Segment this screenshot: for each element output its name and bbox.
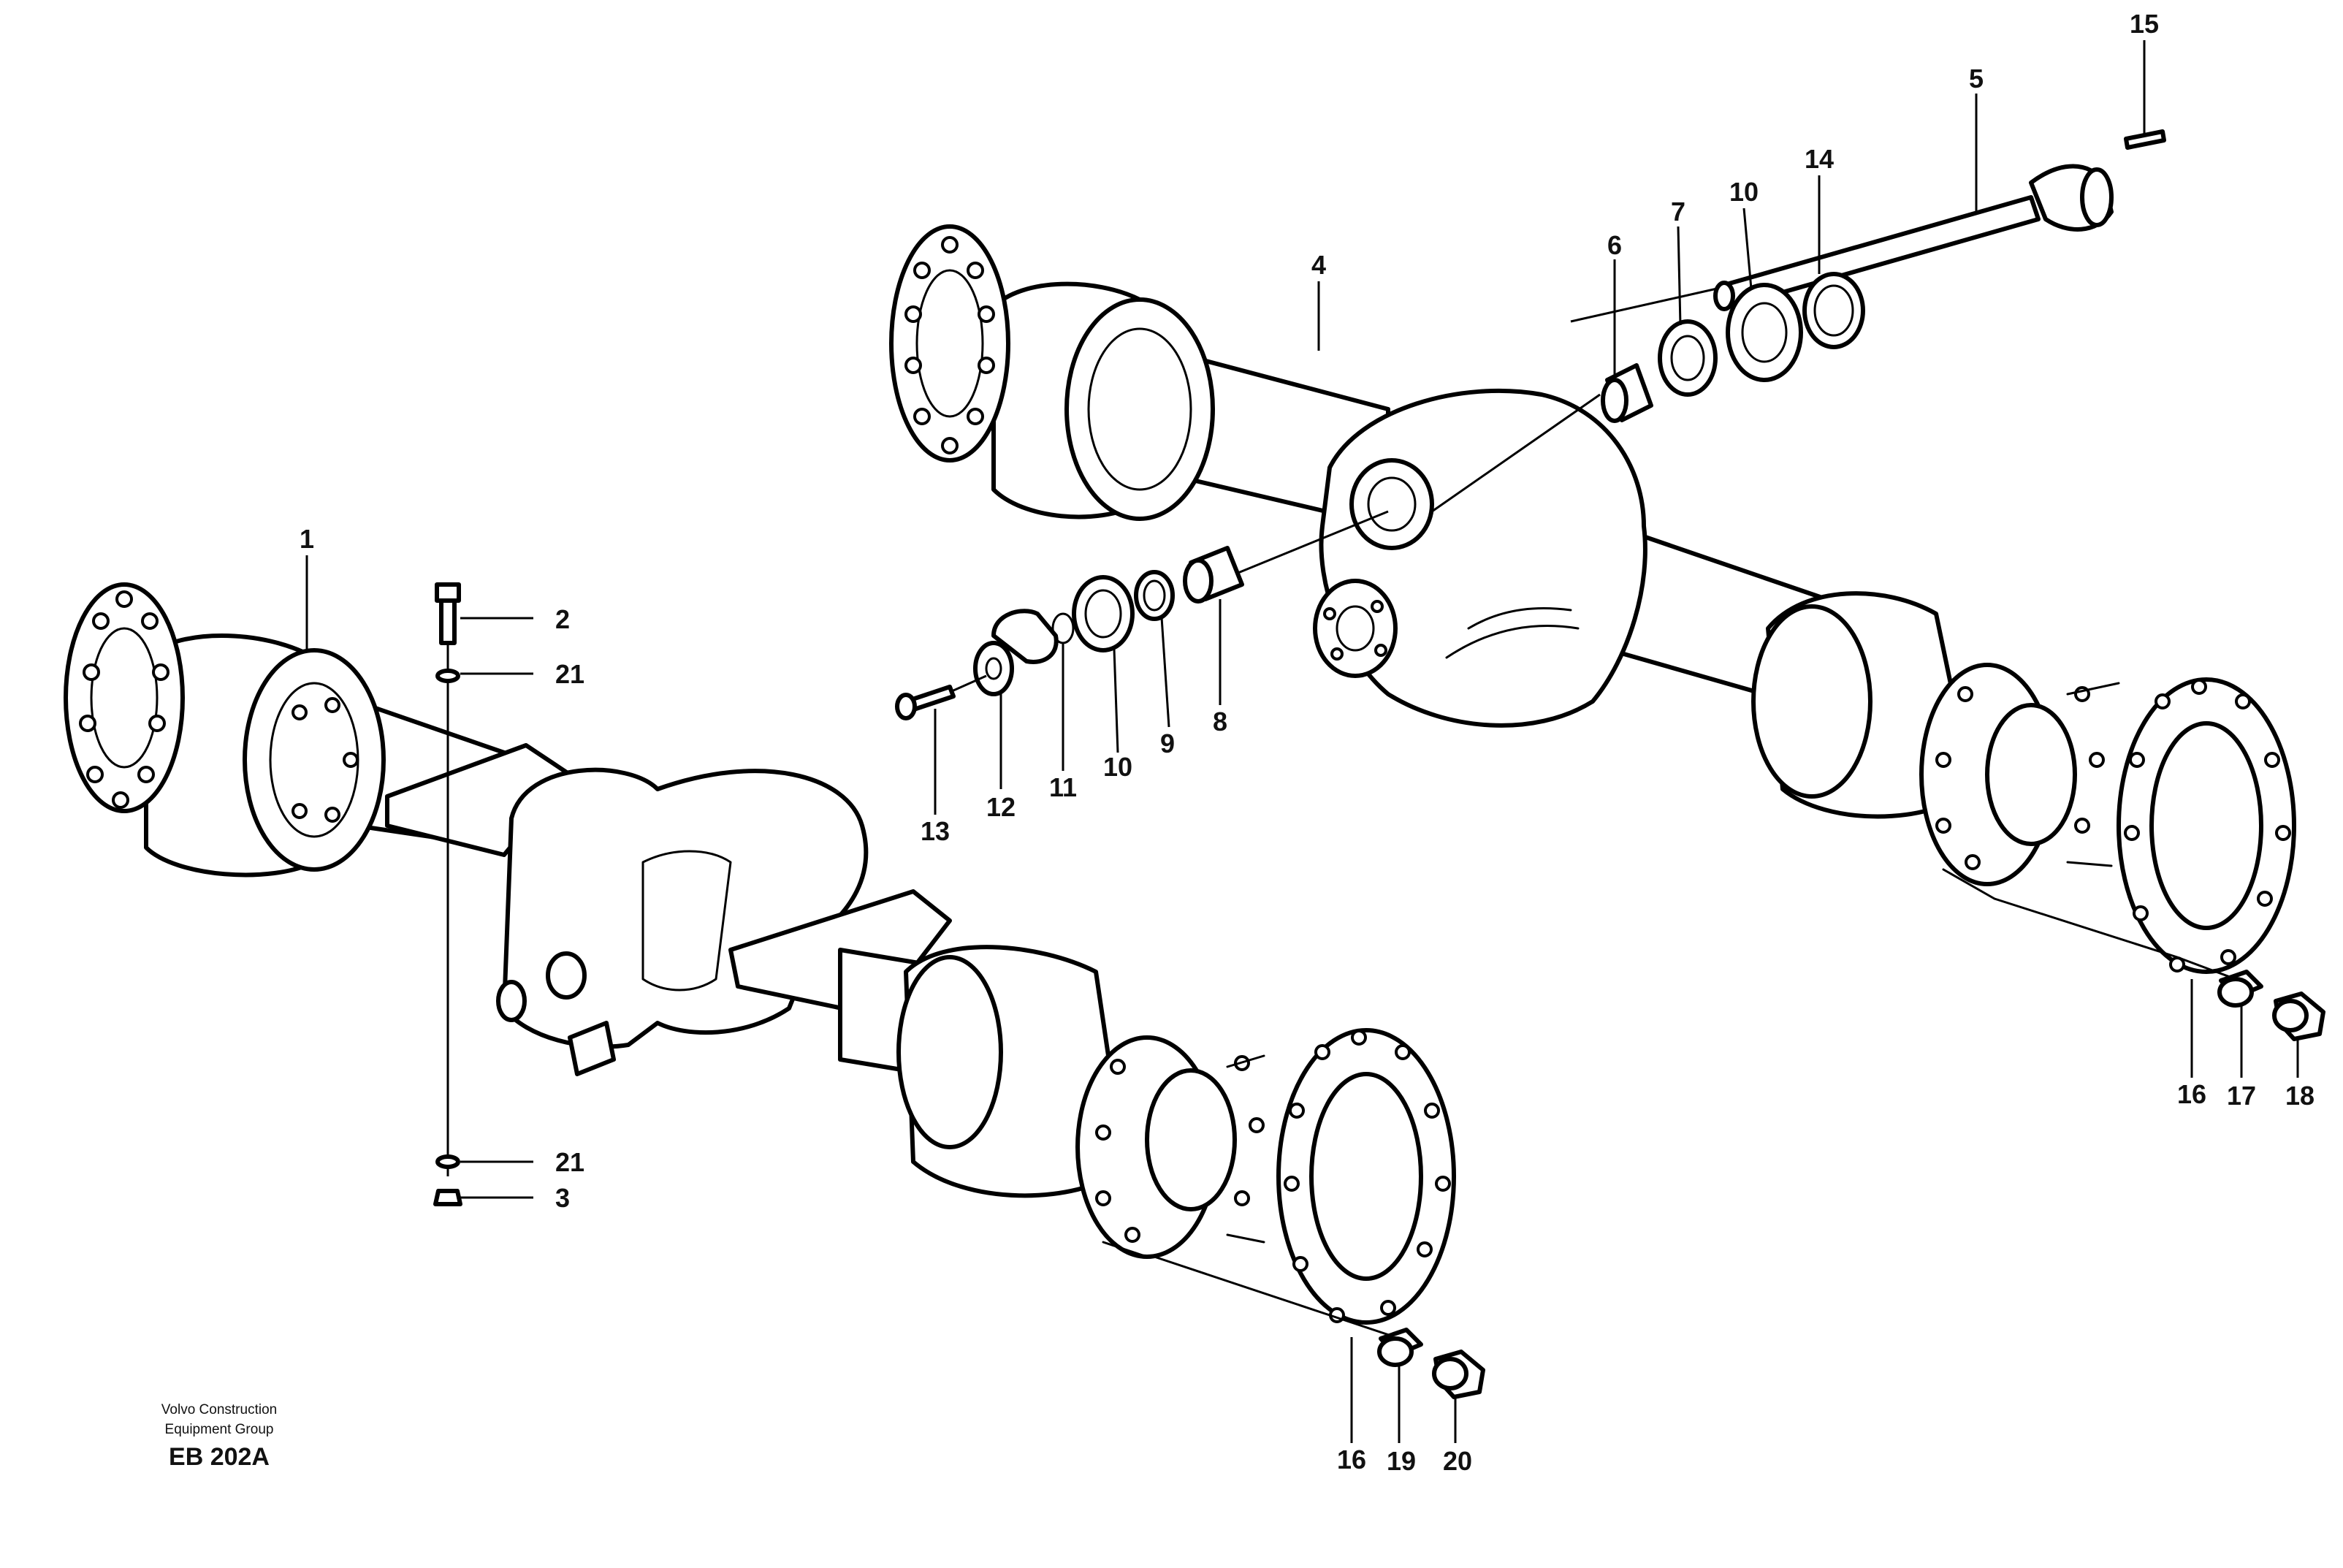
callout-12: 12 (986, 792, 1016, 822)
callout-21-top: 21 (555, 659, 584, 689)
callout-17: 17 (2227, 1081, 2256, 1111)
callout-10-rear: 10 (1729, 177, 1759, 207)
callout-13: 13 (921, 816, 950, 846)
flange-plate-rear (2117, 677, 2296, 974)
callout-21-bottom: 21 (555, 1147, 584, 1177)
mounting-bolt-set (433, 582, 462, 1206)
pin (2124, 129, 2166, 150)
callout-11: 11 (1049, 772, 1077, 802)
callout-19: 19 (1387, 1446, 1416, 1476)
seal (1658, 319, 1718, 397)
bushing (1183, 546, 1244, 604)
callout-16-rear: 16 (2177, 1079, 2206, 1109)
callout-14: 14 (1805, 144, 1834, 174)
seal (1134, 570, 1175, 621)
hub-nut-set-front (1377, 1328, 1485, 1399)
hub-nut-set-rear (2217, 970, 2325, 1041)
bolt (895, 674, 987, 720)
callout-18: 18 (2285, 1081, 2315, 1111)
callout-10-front: 10 (1103, 752, 1132, 782)
drive-shaft (1570, 164, 2114, 323)
callout-2: 2 (555, 604, 570, 634)
bushing (1601, 363, 1653, 423)
bearing (1726, 283, 1803, 382)
pinion-parts (895, 510, 1389, 720)
callout-8: 8 (1213, 707, 1227, 737)
callout-3: 3 (555, 1183, 570, 1213)
drawing-code: EB 202A (169, 1443, 270, 1471)
callout-1: 1 (300, 524, 314, 554)
callout-16-front: 16 (1337, 1445, 1366, 1474)
callout-15: 15 (2130, 9, 2159, 39)
washer (1802, 272, 1865, 349)
company-name-line2: Equipment Group (165, 1422, 274, 1437)
callout-7: 7 (1671, 197, 1685, 227)
callout-9: 9 (1160, 728, 1175, 758)
front-axle-assembly (64, 582, 1265, 1259)
company-name-line1: Volvo Construction (161, 1402, 277, 1417)
callout-6: 6 (1607, 230, 1622, 260)
callout-labels: 15 5 14 10 7 6 4 8 9 10 11 12 13 1 2 21 … (300, 9, 2315, 1476)
drawing-caption: Volvo Construction Equipment Group EB 20… (161, 1402, 277, 1471)
bearing (1072, 575, 1135, 652)
callout-5: 5 (1969, 64, 1984, 94)
rear-axle-assembly (889, 224, 2120, 900)
flange-plate-front (1276, 1028, 1456, 1325)
callout-20: 20 (1443, 1446, 1472, 1476)
flange-nut (973, 609, 1059, 696)
callout-4: 4 (1311, 250, 1326, 280)
callout-leaders (305, 40, 2299, 1443)
